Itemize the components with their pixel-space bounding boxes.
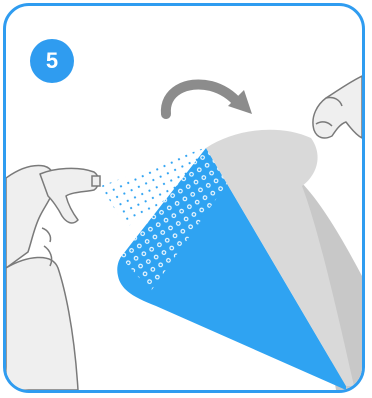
instruction-card: 5 <box>3 3 365 393</box>
curved-arrow-icon <box>166 84 252 114</box>
step-number-badge: 5 <box>30 39 74 83</box>
hand-icon <box>313 76 362 138</box>
spray-bottle-icon <box>6 166 100 391</box>
